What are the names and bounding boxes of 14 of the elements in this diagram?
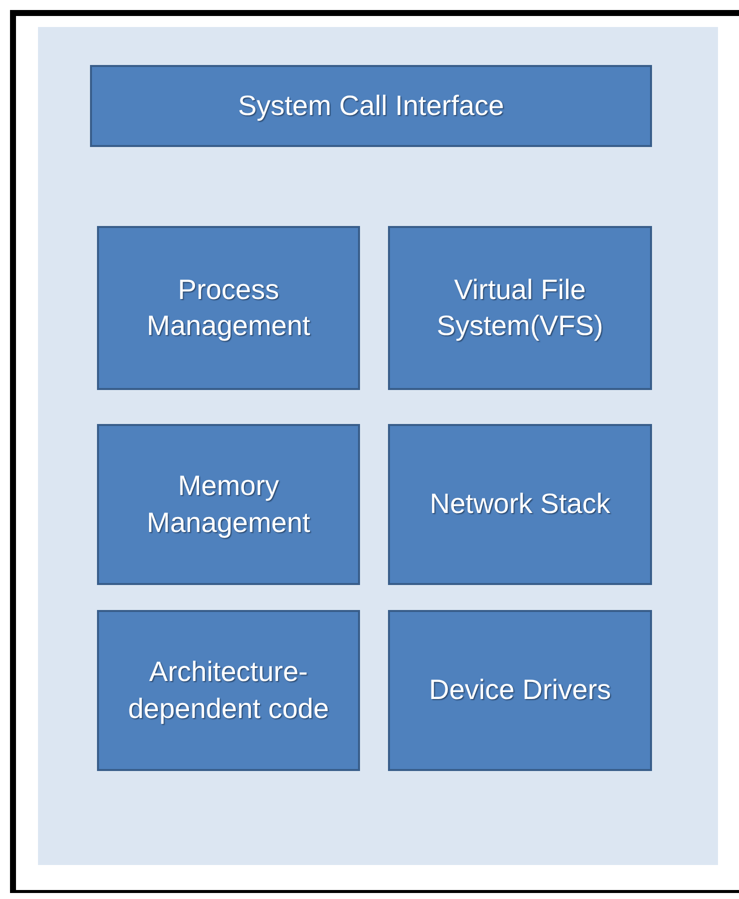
component-box <box>388 424 652 585</box>
box-label: Process Management <box>146 272 312 343</box>
box-label: System Call Interface <box>238 88 504 123</box>
box-label: Network Stack <box>430 487 610 522</box>
component-box <box>388 226 652 390</box>
component-box <box>97 610 360 771</box>
box-label: Architecture-dependent code <box>127 655 330 726</box>
component-box <box>90 65 652 147</box>
component-box <box>388 610 652 771</box>
component-box <box>97 226 360 390</box>
box-label: Device Drivers <box>428 673 612 708</box>
component-box <box>97 424 360 585</box>
box-label: Memory Management <box>146 469 312 540</box>
box-label: Virtual File System(VFS) <box>436 272 604 343</box>
